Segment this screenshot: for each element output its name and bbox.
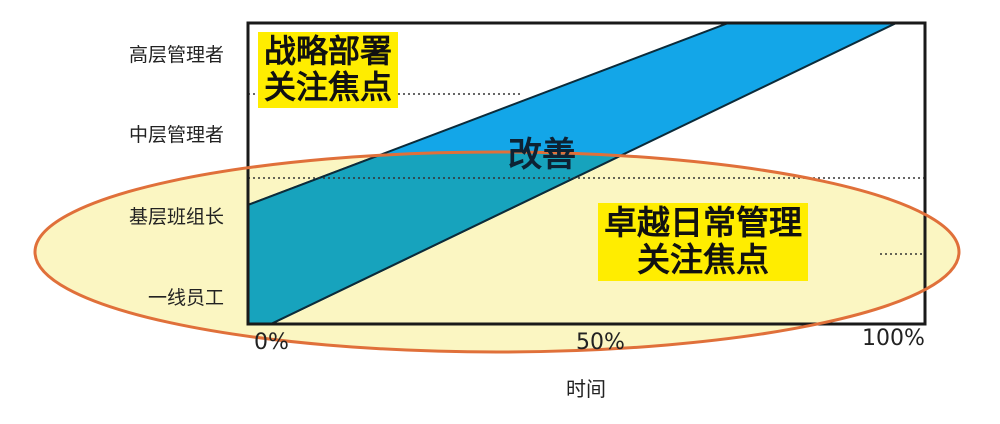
strategy-focus-box: 战略部署 关注焦点 [258,32,399,108]
x-axis-title: 时间 [566,377,606,401]
daily-focus-box: 卓越日常管理 关注焦点 [598,203,808,281]
x-tick-50: 50% [576,330,625,355]
daily-focus-line1: 卓越日常管理 [604,203,802,242]
x-tick-0: 0% [254,330,289,355]
y-level-top-management: 高层管理者 [128,44,224,66]
y-level-team-leader: 基层班组长 [128,206,224,228]
improvement-band-in-ellipse [248,152,916,324]
chart-frame [246,21,927,326]
improvement-label: 改善 [508,135,576,175]
strategy-focus-line2: 关注焦点 [264,67,393,106]
daily-focus-line2: 关注焦点 [637,239,769,279]
y-level-middle-management: 中层管理者 [128,124,224,146]
daily-management-ellipse-outline [33,150,961,354]
strategy-focus-line1: 战略部署 [264,32,393,70]
x-tick-100: 100% [862,326,925,351]
y-level-frontline-staff: 一线员工 [147,287,224,309]
